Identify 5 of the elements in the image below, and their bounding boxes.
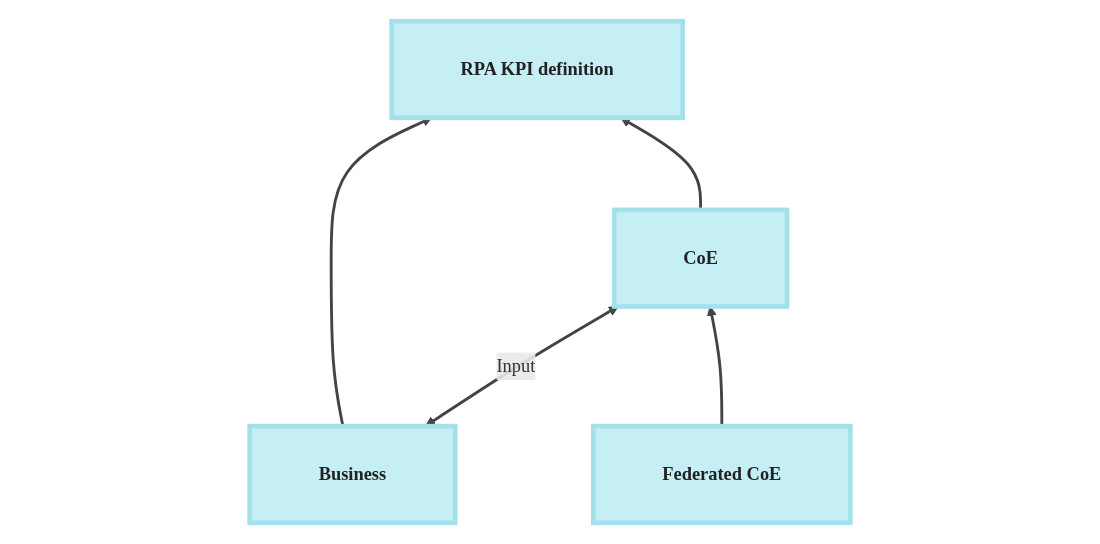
- node-box: RPA KPI definition: [389, 18, 685, 121]
- node-box: Business: [247, 423, 458, 526]
- node-box: CoE: [611, 207, 790, 309]
- node-box: Federated CoE: [590, 423, 853, 526]
- edge-label: Input: [496, 355, 536, 376]
